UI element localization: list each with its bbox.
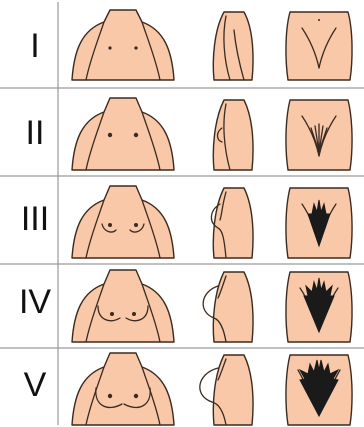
pubic-area-icon xyxy=(286,188,352,258)
torso-front-icon xyxy=(72,10,174,80)
torso-side-icon xyxy=(213,12,253,80)
pubic-area-icon xyxy=(286,100,352,170)
stage-label-4: IV xyxy=(19,283,51,321)
stage-label-5: V xyxy=(24,366,47,404)
torso-front-icon xyxy=(72,186,174,258)
pubic-area-icon xyxy=(286,272,352,342)
stage-label-1: I xyxy=(30,27,39,65)
stage-row-1: I xyxy=(30,10,352,80)
stage-row-2: II xyxy=(26,98,353,170)
stage-label-2: II xyxy=(26,114,45,152)
torso-side-icon xyxy=(213,100,253,170)
torso-front-icon xyxy=(72,270,174,342)
torso-side-icon xyxy=(203,272,253,342)
stage-row-5: V xyxy=(24,353,352,425)
pubic-area-icon xyxy=(286,12,352,80)
torso-side-icon xyxy=(211,188,253,258)
torso-side-icon xyxy=(200,355,253,425)
stage-row-3: III xyxy=(21,186,352,258)
stage-row-4: IV xyxy=(19,270,352,342)
stage-label-3: III xyxy=(21,200,49,238)
torso-front-icon xyxy=(72,353,174,425)
pubic-area-icon xyxy=(286,355,352,425)
torso-front-icon xyxy=(72,98,174,170)
